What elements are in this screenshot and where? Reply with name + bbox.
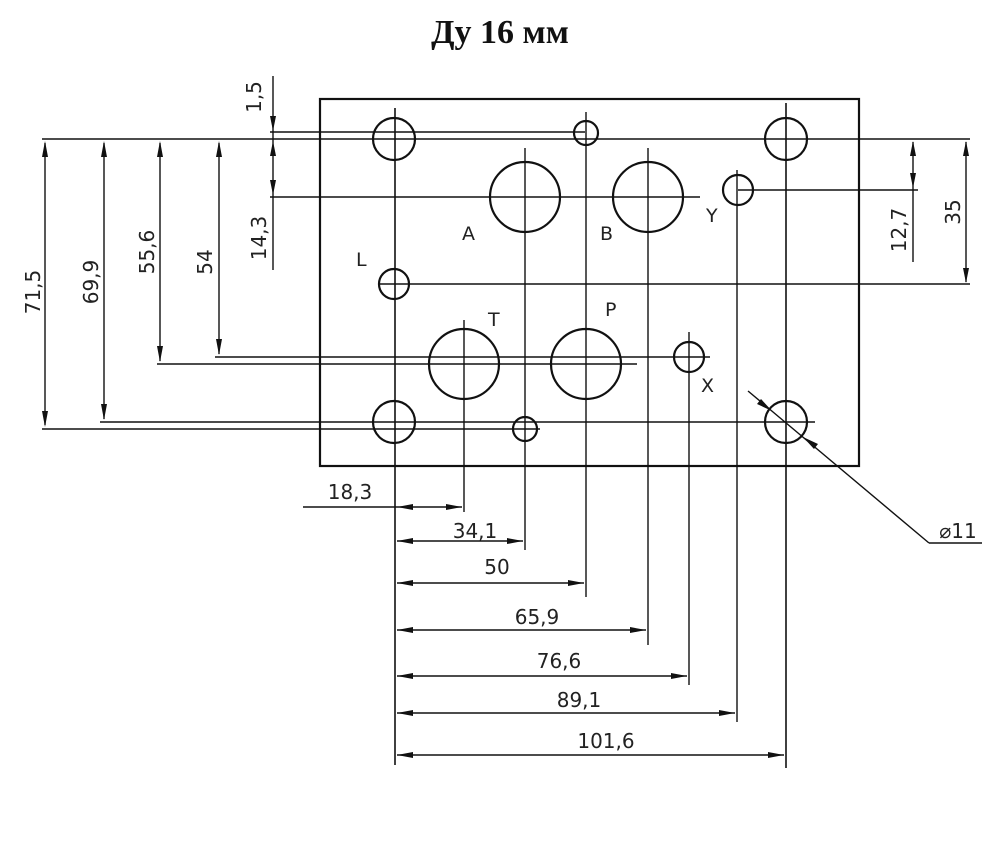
- port-a-hole: [488, 160, 562, 234]
- port-t-hole: [427, 327, 501, 401]
- arrow: [157, 346, 163, 362]
- arrow: [397, 504, 413, 510]
- port-l-hole: [377, 267, 411, 301]
- dim-label-71-5: 71,5: [21, 270, 45, 315]
- diameter-leader-line: [747, 390, 930, 544]
- arrow: [768, 752, 784, 758]
- dim-label-12-7: 12,7: [887, 208, 911, 253]
- port-y-label: Y: [705, 205, 718, 227]
- dim-label-55-6: 55,6: [135, 230, 159, 275]
- dim-label-89-1: 89,1: [557, 688, 602, 712]
- arrow: [963, 268, 969, 283]
- arrow: [757, 399, 772, 411]
- arrow: [270, 141, 276, 156]
- arrow: [216, 141, 222, 157]
- port-y-hole: [721, 173, 755, 207]
- arrow: [963, 141, 969, 156]
- dim-label-54: 54: [193, 249, 217, 274]
- port-l-label: L: [356, 249, 367, 271]
- dim-label-50: 50: [484, 555, 509, 579]
- arrow: [507, 538, 523, 544]
- arrow: [568, 580, 584, 586]
- port-b-label: B: [600, 223, 613, 245]
- dim-label-76-6: 76,6: [537, 649, 582, 673]
- arrow: [270, 180, 276, 195]
- dim-label-101-6: 101,6: [577, 729, 634, 753]
- dim-label-65-9: 65,9: [515, 605, 560, 629]
- port-t-label: T: [487, 309, 500, 331]
- pin-hole-top: [572, 119, 600, 147]
- dim-label-1-5: 1,5: [242, 81, 266, 113]
- bolt-hole-top-left: [371, 116, 417, 162]
- arrow: [719, 710, 735, 716]
- arrow: [101, 141, 107, 157]
- pin-hole-bottom: [511, 415, 539, 443]
- dim-label-34-1: 34,1: [453, 519, 498, 543]
- arrow: [397, 580, 413, 586]
- port-a-label: A: [462, 223, 475, 245]
- arrow: [446, 504, 462, 510]
- port-p-label: P: [605, 299, 616, 321]
- arrow: [397, 752, 413, 758]
- arrow: [910, 141, 916, 156]
- arrow: [397, 710, 413, 716]
- arrow: [397, 538, 413, 544]
- bolt-hole-bottom-right: [763, 399, 809, 445]
- bolt-hole-bottom-left: [371, 399, 417, 445]
- arrow: [910, 173, 916, 188]
- arrow: [630, 627, 646, 633]
- arrow: [157, 141, 163, 157]
- arrow: [270, 116, 276, 131]
- arrow: [671, 673, 687, 679]
- port-p-hole: [549, 327, 623, 401]
- arrow: [216, 339, 222, 355]
- dim-label-69-9: 69,9: [79, 260, 103, 305]
- dim-label-35: 35: [941, 199, 965, 224]
- arrow: [803, 437, 818, 449]
- port-b-hole: [611, 160, 685, 234]
- arrow: [42, 141, 48, 157]
- arrow: [42, 411, 48, 427]
- dim-label-14-3: 14,3: [247, 216, 271, 261]
- arrow: [397, 627, 413, 633]
- arrow: [101, 404, 107, 420]
- bolt-diameter-label: ⌀11: [939, 519, 977, 543]
- port-x-label: X: [701, 375, 714, 397]
- arrow: [397, 673, 413, 679]
- port-x-hole: [672, 340, 706, 374]
- bolt-hole-top-right: [763, 116, 809, 162]
- dim-label-18-3: 18,3: [328, 480, 373, 504]
- drawing-title: Ду 16 мм: [431, 14, 569, 51]
- subplate-outline: [318, 97, 861, 468]
